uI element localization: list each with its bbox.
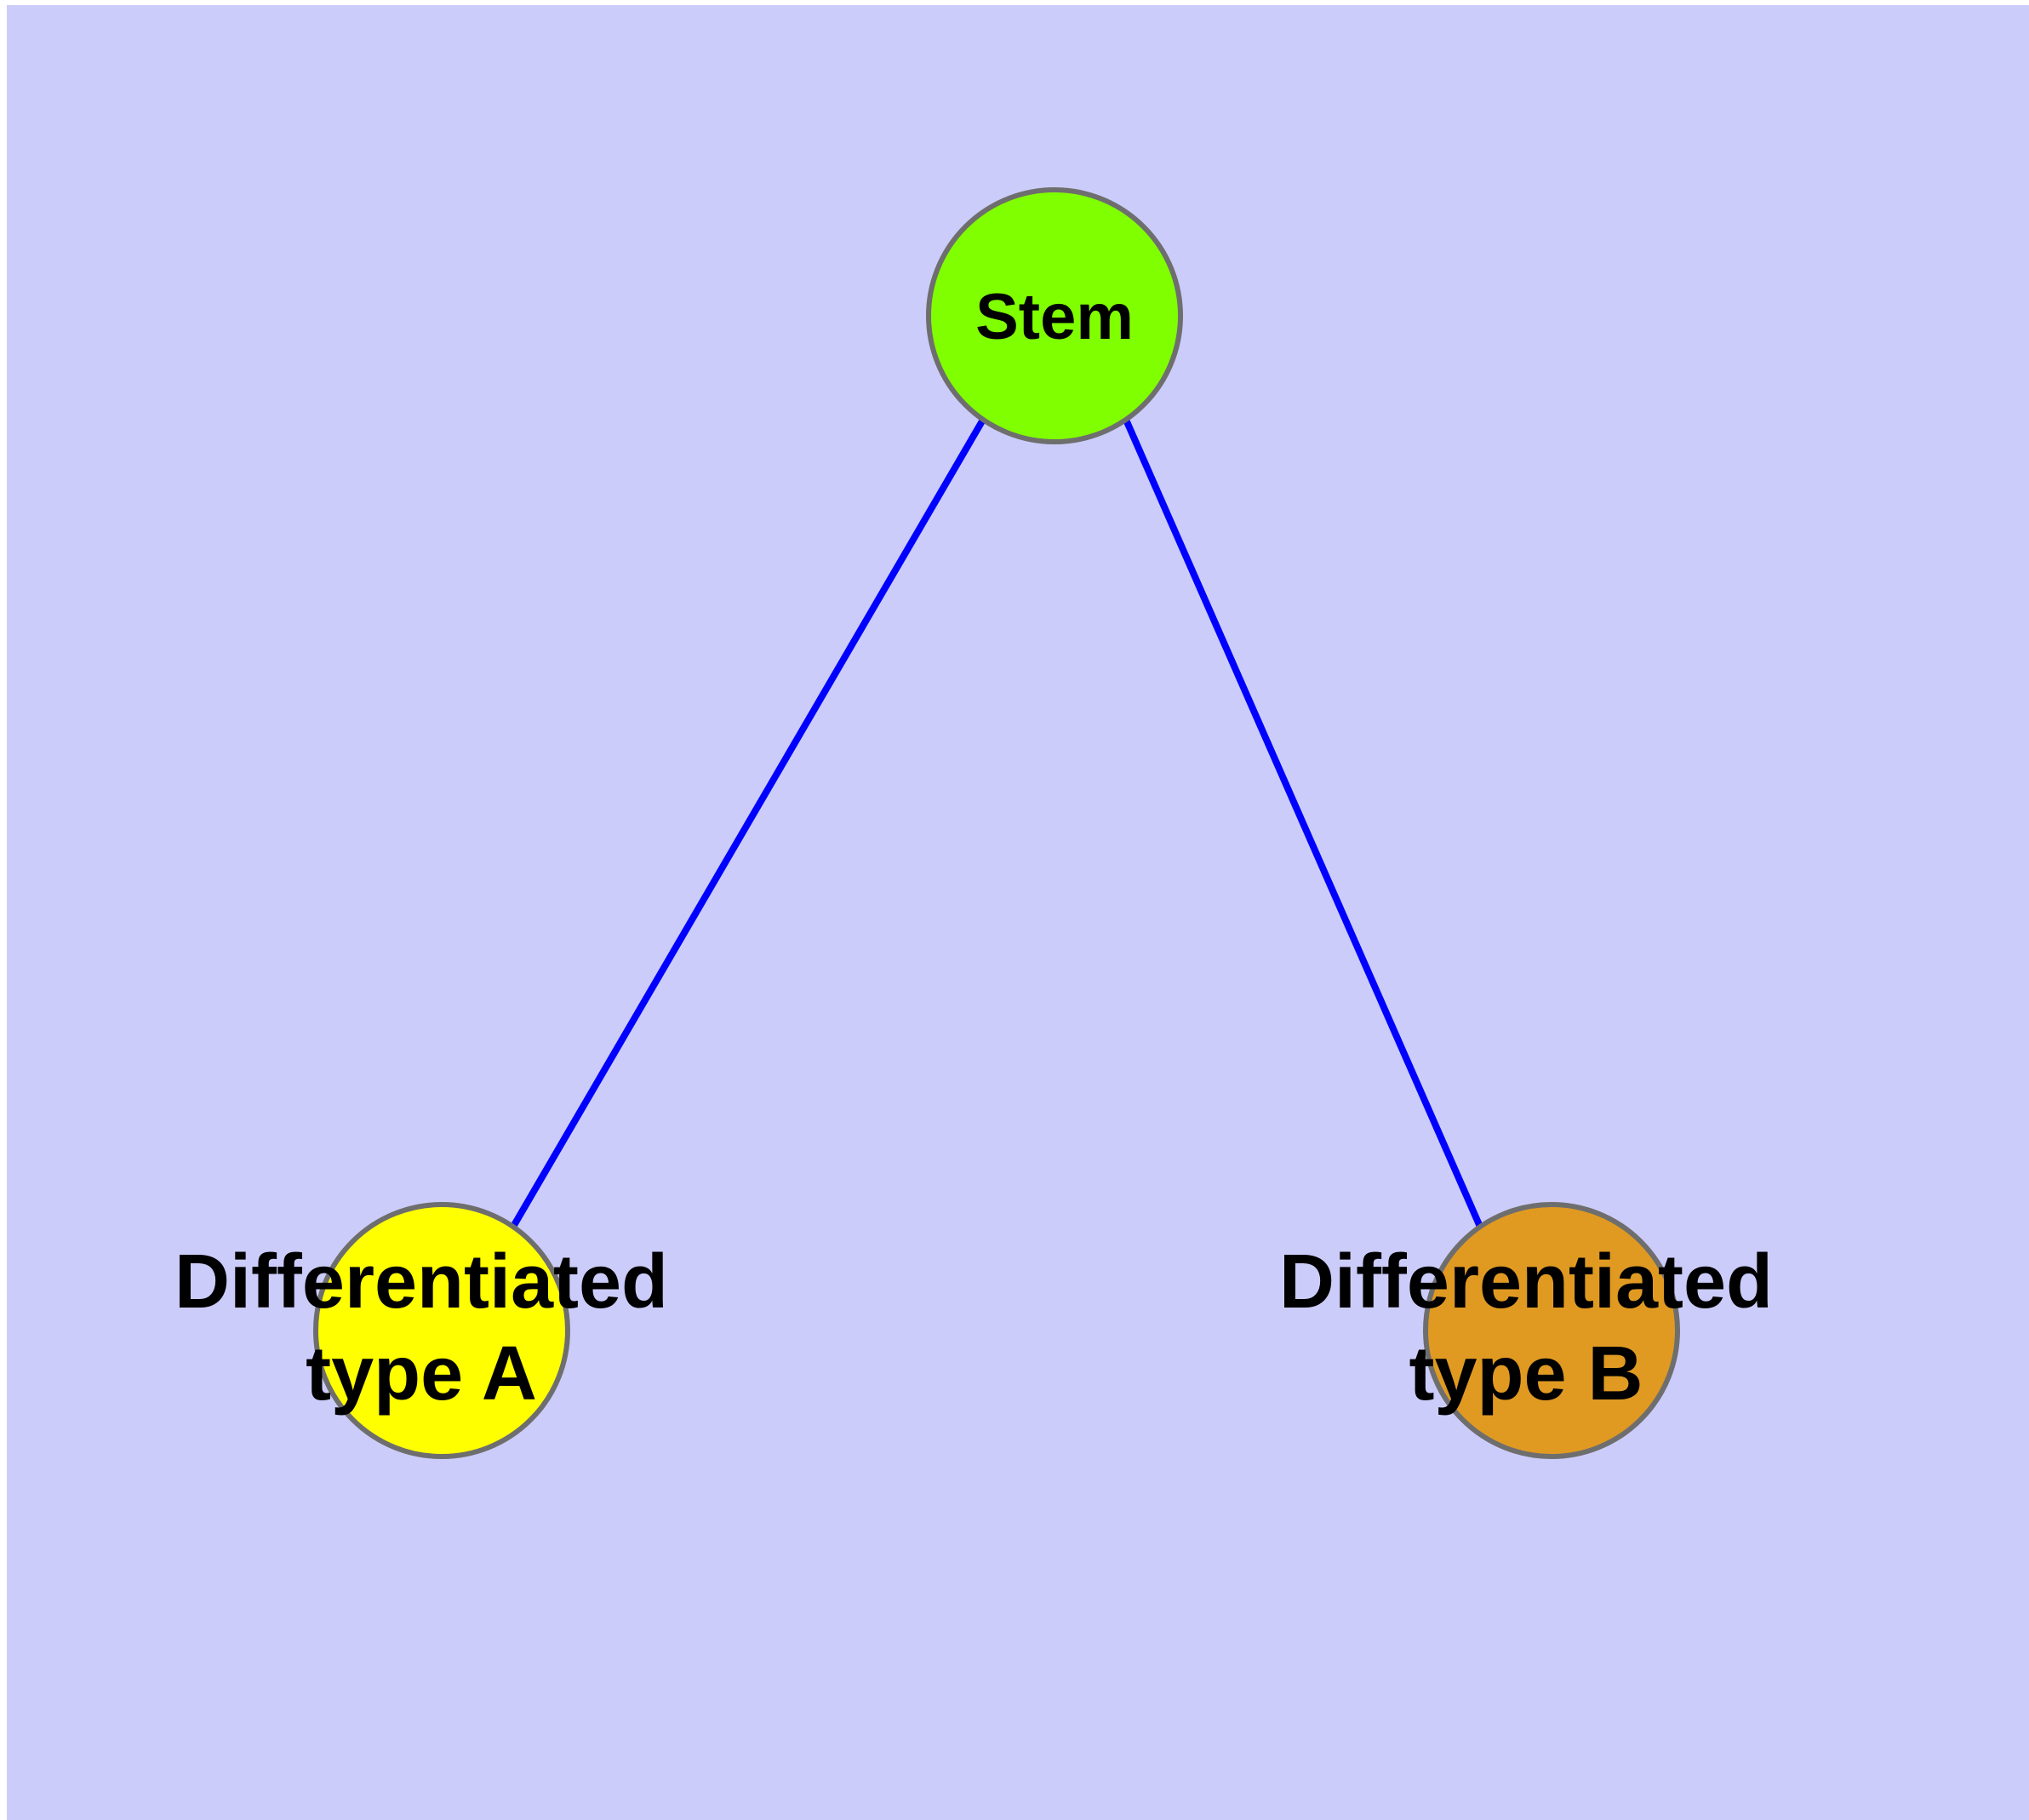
edge-stem-to-differentiated-type-a[interactable]	[510, 417, 986, 1229]
label-group-differentiated-type-a: Differentiated type A	[174, 1239, 668, 1417]
node-circle-differentiated-type-a[interactable]	[313, 1202, 570, 1459]
node-circle-stem[interactable]	[926, 187, 1183, 444]
edge-group	[510, 417, 1483, 1229]
node-circle-differentiated-type-b[interactable]	[1423, 1202, 1680, 1459]
node-label-differentiated-type-b-line1: Differentiated	[1279, 1239, 1773, 1325]
node-label-differentiated-type-a-line1: Differentiated	[174, 1239, 668, 1325]
node-differentiated-type-a[interactable]	[313, 1202, 570, 1459]
label-group-differentiated-type-b: Differentiated type B	[1279, 1239, 1773, 1417]
node-label-stem: Stem	[975, 281, 1134, 353]
node-stem[interactable]: Stem	[926, 187, 1183, 444]
edge-stem-to-differentiated-type-b[interactable]	[1123, 418, 1483, 1228]
node-label-differentiated-type-a-line2: type A	[306, 1331, 537, 1417]
node-differentiated-type-b[interactable]	[1423, 1202, 1680, 1459]
node-label-differentiated-type-b-line2: type B	[1409, 1331, 1643, 1417]
